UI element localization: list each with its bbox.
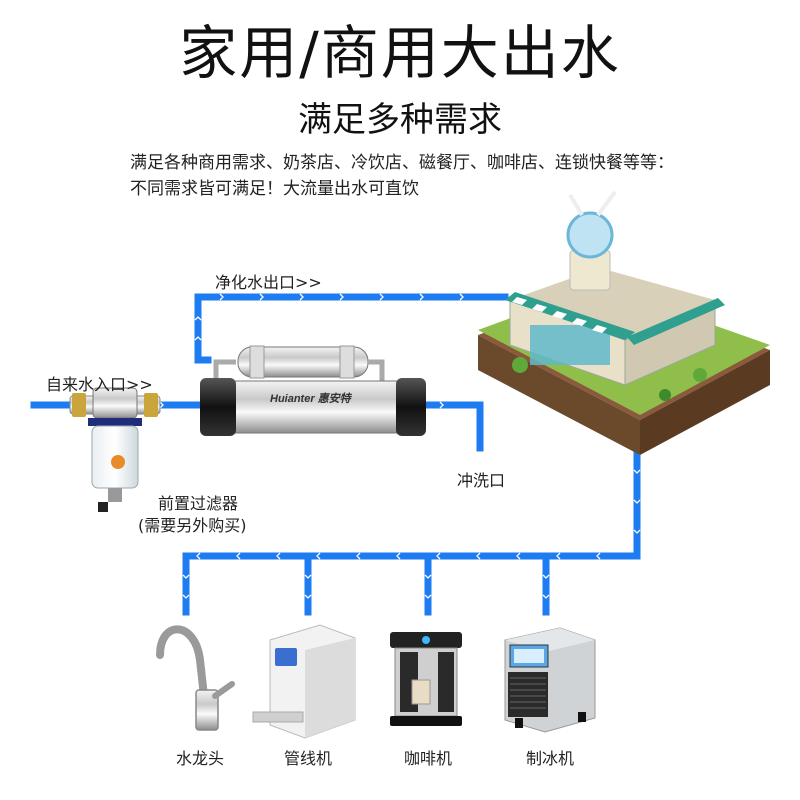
inlet-label: 自来水入口>> xyxy=(46,375,153,394)
flow-arrows xyxy=(69,293,641,599)
outlet-pipe xyxy=(194,293,509,364)
prefilter-icon xyxy=(69,387,161,512)
water-dispenser-label: 管线机 xyxy=(283,749,332,768)
faucet-label: 水龙头 xyxy=(175,749,224,768)
description-text: 满足各种商用需求、奶茶店、冷饮店、磁餐厅、咖啡店、连锁快餐等等：不同需求皆可满足… xyxy=(130,153,674,199)
flush-label: 冲洗口 xyxy=(457,471,506,490)
coffee-machine-label: 咖啡机 xyxy=(403,749,452,768)
page-title: 家用/商用大出水 xyxy=(179,19,621,87)
ice-maker-label: 制冰机 xyxy=(525,749,574,768)
page-subtitle: 满足多种需求 xyxy=(298,100,502,140)
water-purifier-icon: Huianter 惠安特 xyxy=(200,345,426,436)
prefilter-label: 前置过滤器 xyxy=(158,494,239,513)
flush-pipe xyxy=(416,401,484,452)
water-dispenser-icon xyxy=(252,624,356,739)
distribution-pipe xyxy=(182,446,641,616)
faucet-icon xyxy=(156,625,235,731)
coffee-machine-icon xyxy=(390,632,462,726)
ice-maker-icon xyxy=(504,627,596,733)
outlet-label: 净化水出口>> xyxy=(215,273,322,292)
purifier-brand: Huianter 惠安特 xyxy=(270,392,353,405)
prefilter-note: (需要另外购买) xyxy=(138,516,247,535)
store-building-icon xyxy=(478,190,770,455)
